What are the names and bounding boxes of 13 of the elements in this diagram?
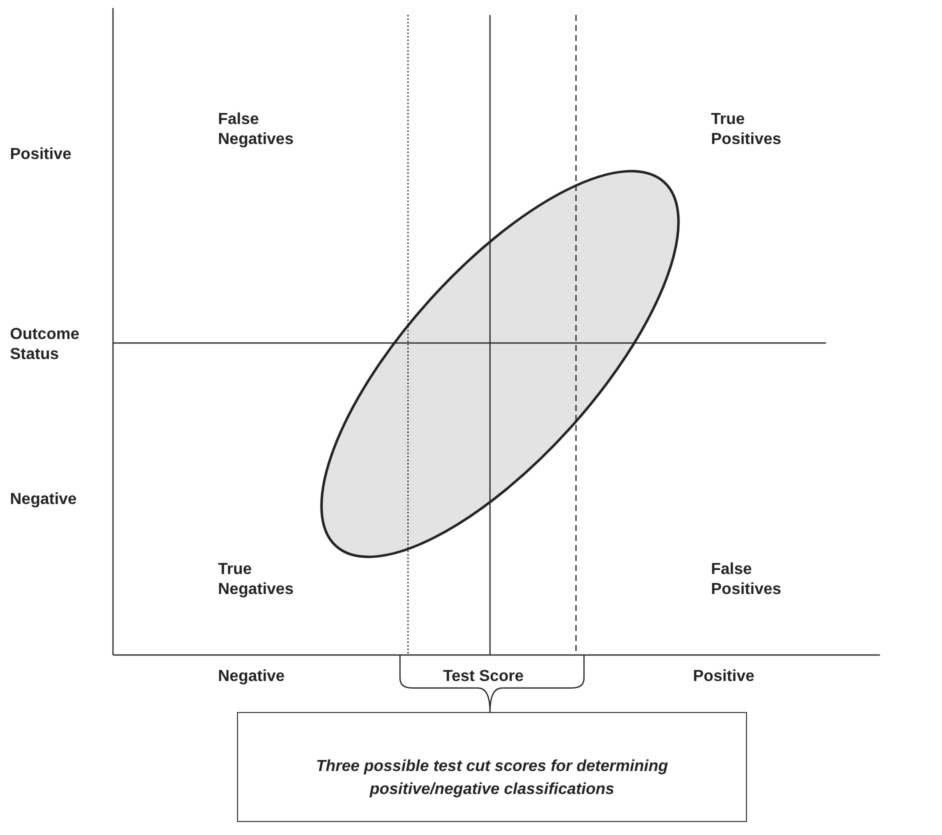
callout-text: Three possible test cut scores for determining positive/negative classifications — [314, 757, 670, 800]
axis-title: Outcome Status — [10, 325, 80, 365]
quadrant-label: False Negatives — [218, 110, 295, 150]
quadrant-label: True Negatives — [218, 560, 295, 600]
scatter-ellipse — [320, 170, 680, 558]
quadrant-label: True Positives — [711, 110, 782, 150]
axis-label: Positive — [10, 145, 72, 165]
quadrant-label: False Positives — [711, 560, 782, 600]
axis-title: Test Score — [443, 667, 525, 687]
callout-box — [237, 712, 747, 822]
axis-label: Negative — [10, 490, 78, 510]
axis-label: Positive — [693, 667, 756, 687]
axis-label: Negative — [218, 667, 286, 687]
